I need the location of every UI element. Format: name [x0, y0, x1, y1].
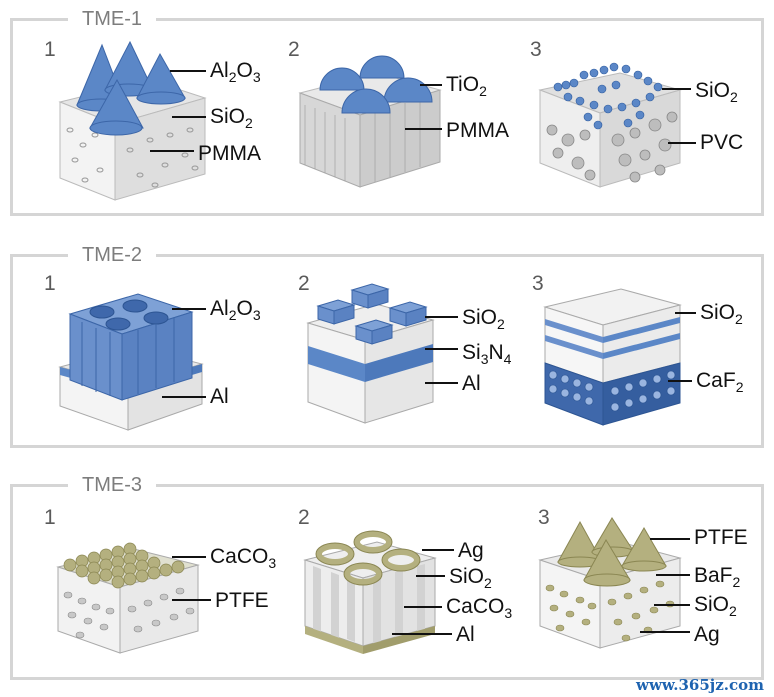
label-pmma: PMMA: [198, 142, 261, 165]
label-sio2: SiO2: [694, 593, 737, 619]
label-si3n4: Si3N4: [462, 341, 512, 367]
label-sio2: SiO2: [210, 105, 253, 131]
panel-number: 3: [530, 38, 542, 61]
label-caco3: CaCO3: [446, 595, 513, 621]
group-title: TME-2: [68, 243, 156, 267]
watermark: www.365jz.com: [636, 676, 764, 694]
label-al2o3: Al2O3: [210, 297, 261, 323]
leader-line: [668, 142, 696, 144]
label-caco3: CaCO3: [210, 545, 277, 571]
leader-line: [425, 382, 458, 384]
label-al: Al: [210, 385, 229, 408]
leader-line: [420, 84, 442, 86]
leader-line: [656, 574, 690, 576]
label-ag: Ag: [694, 623, 720, 646]
panel-number: 2: [288, 38, 300, 61]
panel-number: 1: [44, 272, 56, 295]
leader-line: [640, 631, 690, 633]
group-title: TME-3: [68, 473, 156, 497]
label-sio2: SiO2: [695, 79, 738, 105]
group-tme-2: TME-2: [10, 243, 764, 448]
panel-number: 1: [44, 38, 56, 61]
label-al2o3: Al2O3: [210, 59, 261, 85]
label-sio2: SiO2: [449, 565, 492, 591]
cube-hemispheres-diagram: [298, 55, 442, 188]
cube-tube-array-diagram: [58, 293, 204, 431]
cube-porous-beads-diagram: [538, 62, 682, 188]
leader-line: [416, 575, 445, 577]
leader-line: [172, 308, 206, 310]
label-tio2: TiO2: [446, 73, 487, 99]
group-title: TME-1: [68, 7, 156, 31]
label-sio2: SiO2: [462, 306, 505, 332]
leader-line: [170, 70, 206, 72]
group-tme-3: TME-3: [10, 473, 764, 680]
label-al: Al: [462, 372, 481, 395]
leader-line: [654, 604, 690, 606]
cube-spheres-diagram: [56, 542, 200, 654]
leader-line: [425, 348, 458, 350]
leader-line: [404, 606, 442, 608]
label-baf2: BaF2: [694, 564, 741, 590]
cube-layered-honeycomb-diagram: [543, 288, 682, 426]
leader-line: [150, 150, 194, 152]
panel-number: 3: [532, 272, 544, 295]
leader-line: [172, 556, 206, 558]
leader-line: [662, 88, 691, 90]
leader-line: [405, 128, 442, 130]
cube-rings-diagram: [303, 530, 437, 654]
leader-line: [162, 396, 206, 398]
label-sio2: SiO2: [700, 301, 743, 327]
panel-number: 3: [538, 506, 550, 529]
panel-number: 2: [298, 272, 310, 295]
leader-line: [425, 316, 458, 318]
leader-line: [668, 380, 692, 382]
label-al: Al: [456, 623, 475, 646]
cube-cones-diagram: [58, 40, 207, 201]
group-tme-1: TME-1: [10, 7, 764, 216]
label-caf2: CaF2: [696, 369, 744, 395]
label-ptfe: PTFE: [215, 589, 269, 612]
cube-blocks-stack-diagram: [306, 283, 435, 424]
panel-number: 2: [298, 506, 310, 529]
label-pvc: PVC: [700, 131, 744, 154]
panel-number: 1: [44, 506, 56, 529]
label-ptfe: PTFE: [694, 526, 748, 549]
leader-line: [650, 538, 690, 540]
cube-olive-cones-diagram: [538, 517, 682, 649]
leader-line: [172, 599, 211, 601]
leader-line: [172, 116, 206, 118]
leader-line: [392, 633, 452, 635]
label-pmma: PMMA: [446, 119, 509, 142]
leader-line: [422, 549, 454, 551]
label-ag: Ag: [458, 539, 484, 562]
leader-line: [675, 312, 696, 314]
